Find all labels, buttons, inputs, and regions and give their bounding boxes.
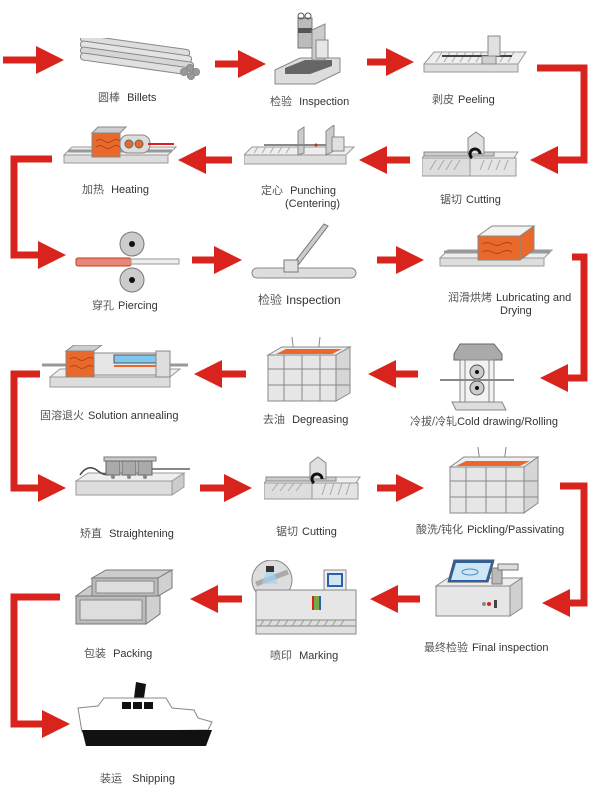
step-label-inspection-1: 检验 Inspection: [270, 96, 350, 108]
solution-annealing-furnace-icon: [42, 345, 188, 388]
flow-connector: [10, 593, 70, 738]
punching-centering-icon: [244, 125, 356, 165]
inspection-probe-icon: [251, 223, 357, 279]
cold-rolling-mill-icon: [440, 343, 514, 411]
step-label-cold-drawing: 冷拔/冷轧Cold drawing/Rolling: [410, 416, 558, 428]
step-label-heating: 加热 Heating: [82, 184, 149, 196]
step-label-straightening: 矫直 Straightening: [80, 528, 174, 540]
marking-machine-icon: [251, 560, 357, 635]
flow-connector: [542, 482, 588, 617]
lubricating-drying-oven-icon: [438, 225, 553, 267]
straightening-machine-icon: [74, 456, 190, 496]
billets-icon: [79, 38, 200, 80]
pickling-tank-icon: [448, 446, 540, 514]
step-label-degreasing: 去油 Degreasing: [263, 414, 349, 426]
piercing-rollers-icon: [75, 231, 180, 293]
peeling-machine-icon: [422, 35, 527, 73]
cargo-ship-icon: [77, 682, 213, 746]
flow-connector: [10, 155, 66, 269]
step-label-shipping: 装运 Shipping: [100, 773, 175, 785]
saw-cutting-2-icon: [264, 456, 361, 500]
flow-connector: [530, 64, 588, 174]
step-label-packing: 包装 Packing: [84, 648, 153, 660]
flow-connector: [540, 253, 588, 392]
step-label-punching: 定心 Punching (Centering): [261, 185, 341, 210]
flow-connector: [10, 370, 66, 502]
inspection-press-icon: [274, 12, 341, 85]
step-label-billets: 圆棒 Billets: [98, 92, 157, 104]
heating-furnace-icon: [62, 126, 177, 164]
packing-boxes-icon: [74, 569, 174, 625]
step-label-marking: 喷印 Marking: [270, 650, 339, 662]
degreasing-tank-icon: [266, 336, 352, 402]
saw-cutting-icon: [422, 131, 519, 177]
final-inspection-machine-icon: [434, 559, 524, 617]
